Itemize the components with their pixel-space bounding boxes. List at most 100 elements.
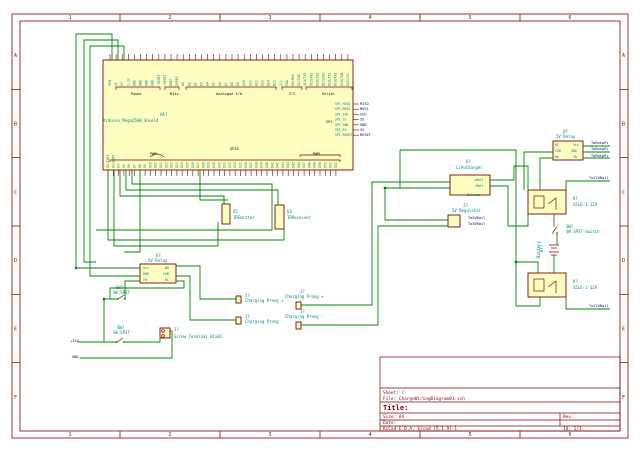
relay-left-ref: U? bbox=[156, 253, 161, 258]
frame-col-bottom: 3 bbox=[269, 432, 272, 438]
arduino-bottom-pin-label: D39 bbox=[260, 162, 264, 168]
prong2-value: Charging Prong + bbox=[285, 294, 324, 299]
arduino-top-pin-label: A11 bbox=[248, 80, 252, 86]
frame-col-top: 2 bbox=[169, 15, 172, 21]
battery-switch[interactable]: SW? SW_SPST-Switch bbox=[552, 224, 600, 235]
relay-k1[interactable]: K? G5LE-1-12V bbox=[527, 272, 598, 298]
ir-receiver-value: IRReceiver bbox=[287, 215, 312, 220]
arduino-bottom-pin-label: D28 bbox=[201, 162, 205, 168]
net-to-raspi-1: ToRaspPi bbox=[591, 141, 608, 145]
arduino-top-pin-label: D1/TX0 bbox=[297, 74, 301, 86]
arduino-top-pin-label: A12 bbox=[254, 80, 258, 86]
lipo-value: LiPoCharger bbox=[456, 165, 483, 170]
arduino-value: Arduino_Mega2560_Shield bbox=[103, 118, 159, 123]
battery-switch-value: SW_SPST-Switch bbox=[566, 229, 600, 234]
group-power: Power bbox=[131, 92, 143, 96]
prong4-ref: J? bbox=[300, 309, 305, 314]
arduino-top-pin-label: D0/RX0 bbox=[291, 74, 295, 86]
arduino-bottom-pin-label: D6 bbox=[127, 164, 131, 168]
arduino-top-pin-label: D17/RX2 bbox=[322, 72, 326, 86]
arduino-bottom-pin-label: D35 bbox=[239, 162, 243, 168]
net-gnd: GND bbox=[72, 355, 79, 359]
relay-module-left[interactable]: U? 5V Relay Vcc GND IN NO COM NC bbox=[139, 253, 177, 284]
sw1-ref: SW? bbox=[116, 285, 124, 290]
switch-sw1[interactable]: SW? SW_SPST bbox=[113, 285, 130, 300]
arduino-bottom-pin-label: D44 bbox=[286, 162, 290, 168]
arduino-spi-net-label: 5V bbox=[360, 128, 365, 132]
relay-right-pin-gnd: GND bbox=[571, 149, 577, 153]
arduino-bottom-pin-label: D31 bbox=[217, 162, 221, 168]
charging-prong-1[interactable]: J? Charging Prong + bbox=[235, 293, 284, 304]
arduino-bottom-pin-label: D50 bbox=[318, 162, 322, 168]
arduino-top-pin-label: IOREF bbox=[175, 76, 179, 86]
arduino-top-pin-label: A4 bbox=[206, 82, 210, 86]
arduino-top-pin-label: D20/SDA bbox=[340, 72, 344, 86]
arduino-bottom-pin-label: D51 bbox=[323, 162, 327, 168]
ir-receiver[interactable]: U3 IRReceiver bbox=[274, 204, 312, 230]
frame-row-right: F bbox=[622, 395, 625, 401]
relay-module-right[interactable]: U? 5V Relay NC COM NO Vcc GND IN ToRaspP… bbox=[552, 129, 608, 161]
prong1-ref: J? bbox=[245, 293, 250, 298]
arduino-bottom-pin-label: D3/INT5 bbox=[111, 154, 115, 168]
group-serial: Serial bbox=[322, 92, 335, 96]
tb-file: File: ChargeWiringDiagram01.sch bbox=[383, 396, 465, 402]
tb-sheet: Sheet: / bbox=[383, 390, 405, 396]
charging-prong-3[interactable]: J? Charging Prong - bbox=[235, 314, 284, 325]
frame-row-left: E bbox=[14, 327, 17, 333]
screw-terminal[interactable]: J? Screw_Terminal_01x02 bbox=[159, 327, 223, 339]
frame-col-top: 6 bbox=[569, 15, 572, 21]
arduino-spi-net-label: SCK bbox=[360, 112, 367, 116]
frame-row-left: A bbox=[14, 53, 17, 59]
arduino-bottom-pin-label: D12 bbox=[159, 162, 163, 168]
arduino-bottom-pin-label: D43 bbox=[281, 162, 285, 168]
frame-col-bottom: 6 bbox=[569, 432, 572, 438]
frame-row-right: D bbox=[622, 258, 625, 264]
prong3-value: Charging Prong - bbox=[245, 319, 284, 324]
arduino-top-pin-label: A2 bbox=[193, 82, 197, 86]
prong3-ref: J? bbox=[245, 314, 250, 319]
lipo-pin-batt-plus: +Batt bbox=[474, 178, 484, 182]
charging-prong-4[interactable]: J? Charging Prong - bbox=[285, 309, 324, 330]
net-12v: +12V bbox=[70, 339, 79, 343]
arduino-bottom-pin-label: D38 bbox=[254, 162, 258, 168]
relay-left-pin-vcc: Vcc bbox=[143, 266, 149, 270]
tb-title-label: Title: bbox=[383, 404, 408, 412]
frame-col-bottom: 2 bbox=[169, 432, 172, 438]
arduino-top-pin-label: A8 bbox=[230, 82, 234, 86]
arduino-spi-pin-label: SPI_5V bbox=[335, 128, 347, 132]
arduino-spi-net-label: MOSI bbox=[360, 107, 369, 111]
frame-col-top: 5 bbox=[469, 15, 472, 21]
arduino-top-pin-label: SDA bbox=[285, 80, 289, 86]
arduino-top-pin-label: AREF bbox=[169, 78, 173, 86]
net-to12vrail-bottom: To12VRail bbox=[589, 304, 608, 308]
arduino-spi-net-label: RESET bbox=[360, 133, 372, 137]
ir-emitter-value: IREmitter bbox=[233, 215, 255, 220]
net-to-raspi-2: ToRaspPi bbox=[591, 147, 608, 151]
frame-col-bottom: 4 bbox=[369, 432, 372, 438]
battery[interactable]: BT? Battery bbox=[536, 241, 559, 258]
frame-col-bottom: 5 bbox=[469, 432, 472, 438]
ir-emitter-ref: U2 bbox=[233, 209, 238, 214]
regulator-value: 5V Regulator bbox=[452, 208, 481, 213]
charging-prong-2[interactable]: J? Charging Prong + bbox=[285, 289, 324, 310]
battery-ref: BT? bbox=[539, 244, 544, 252]
arduino-top-pin-label: A14 bbox=[267, 80, 271, 86]
sw2-value: SW_SPST bbox=[113, 330, 130, 335]
arduino-top-pin-label: A5 bbox=[212, 82, 216, 86]
power-flag-12v: +12V bbox=[70, 339, 79, 343]
group-analogue: Analogue I/O bbox=[216, 92, 242, 96]
arduino-top-pin-label: A6 bbox=[218, 82, 222, 86]
prong4-value: Charging Prong - bbox=[285, 314, 324, 319]
switch-sw2[interactable]: SW? SW_SPST bbox=[113, 325, 130, 343]
arduino-top-pin-label: A10 bbox=[242, 80, 246, 86]
arduino-spi-net-label: SS bbox=[360, 118, 364, 122]
lipo-charger[interactable]: U? LiPoCharger +Batt -Batt Balance bbox=[449, 159, 491, 197]
ir-emitter[interactable]: U2 IREmitter bbox=[221, 203, 255, 225]
relay-k2[interactable]: K? G5LE-1-12V bbox=[527, 189, 598, 215]
regulator-5v[interactable]: J? 5V Regulator To5VRail To5VRail bbox=[447, 203, 485, 228]
prong1-value: Charging Prong + bbox=[245, 298, 284, 303]
relay-right-pin-nc: NC bbox=[555, 143, 559, 147]
